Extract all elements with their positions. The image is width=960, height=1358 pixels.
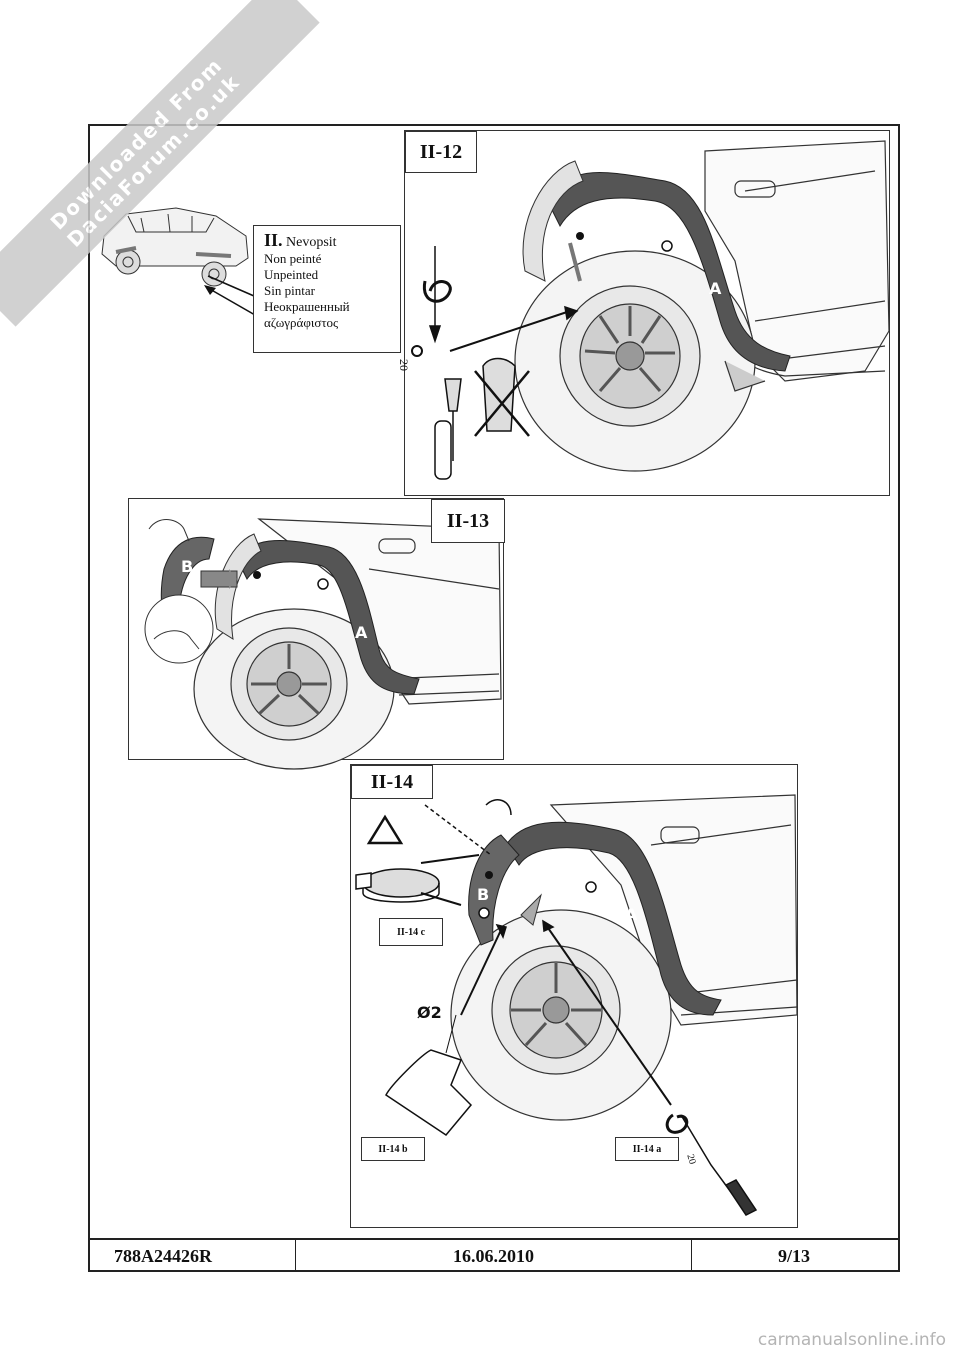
note-line: Nevopsit — [286, 235, 337, 250]
note-line: Unpeinted — [264, 267, 319, 282]
panel-ii-12-label: II-12 — [405, 131, 477, 173]
site-watermark: carmanualsonline.info — [757, 1330, 946, 1350]
page-frame — [88, 124, 900, 1272]
note-line: αζωγράφιστος — [264, 315, 339, 330]
sublabel-ii-14-a: II-14 a — [615, 1137, 679, 1161]
document-reference: 788A24426R — [88, 1240, 296, 1272]
panel-ii-14-illustration — [355, 794, 798, 1216]
document-date: 16.06.2010 — [296, 1240, 692, 1272]
part-a-label: A — [625, 905, 638, 924]
part-b-label: B — [181, 557, 194, 576]
panel-ii-12: II-12 20 A — [397, 130, 890, 496]
pointer-arrow — [204, 285, 256, 316]
part-b-label: B — [477, 885, 490, 904]
panel-ii-14: II-14 II-14 c II-14 b II-14 a Ø2 20 B A — [350, 764, 798, 1228]
drill-size-label: Ø2 — [417, 1003, 442, 1022]
page-number: 9/13 — [777, 1245, 810, 1266]
panel-ii-13: II-13 B A — [128, 498, 505, 770]
car-overview-illustration — [101, 207, 255, 297]
panel-ii-12-illustration — [411, 140, 890, 480]
note-roman: II. — [264, 230, 283, 250]
panel-ii-13-label: II-13 — [431, 499, 505, 543]
part-a-label: A — [709, 279, 722, 298]
panel-ii-14-label: II-14 — [351, 765, 433, 799]
sublabel-ii-14-b: II-14 b — [361, 1137, 425, 1161]
note-line: Non peinté — [264, 251, 322, 266]
note-line: Неокрашенный — [264, 299, 350, 314]
footer-bar: 788A24426R 16.06.2010 9/13 — [88, 1238, 900, 1272]
sublabel-ii-14-c: II-14 c — [379, 918, 443, 946]
note-line: Sin pintar — [264, 283, 315, 298]
part-a-label: A — [355, 623, 368, 642]
tool-size-label: 20 — [397, 359, 411, 371]
paint-note: II. Nevopsit Non peinté Unpeinted Sin pi… — [253, 225, 401, 353]
panel-ii-13-illustration — [144, 518, 502, 770]
